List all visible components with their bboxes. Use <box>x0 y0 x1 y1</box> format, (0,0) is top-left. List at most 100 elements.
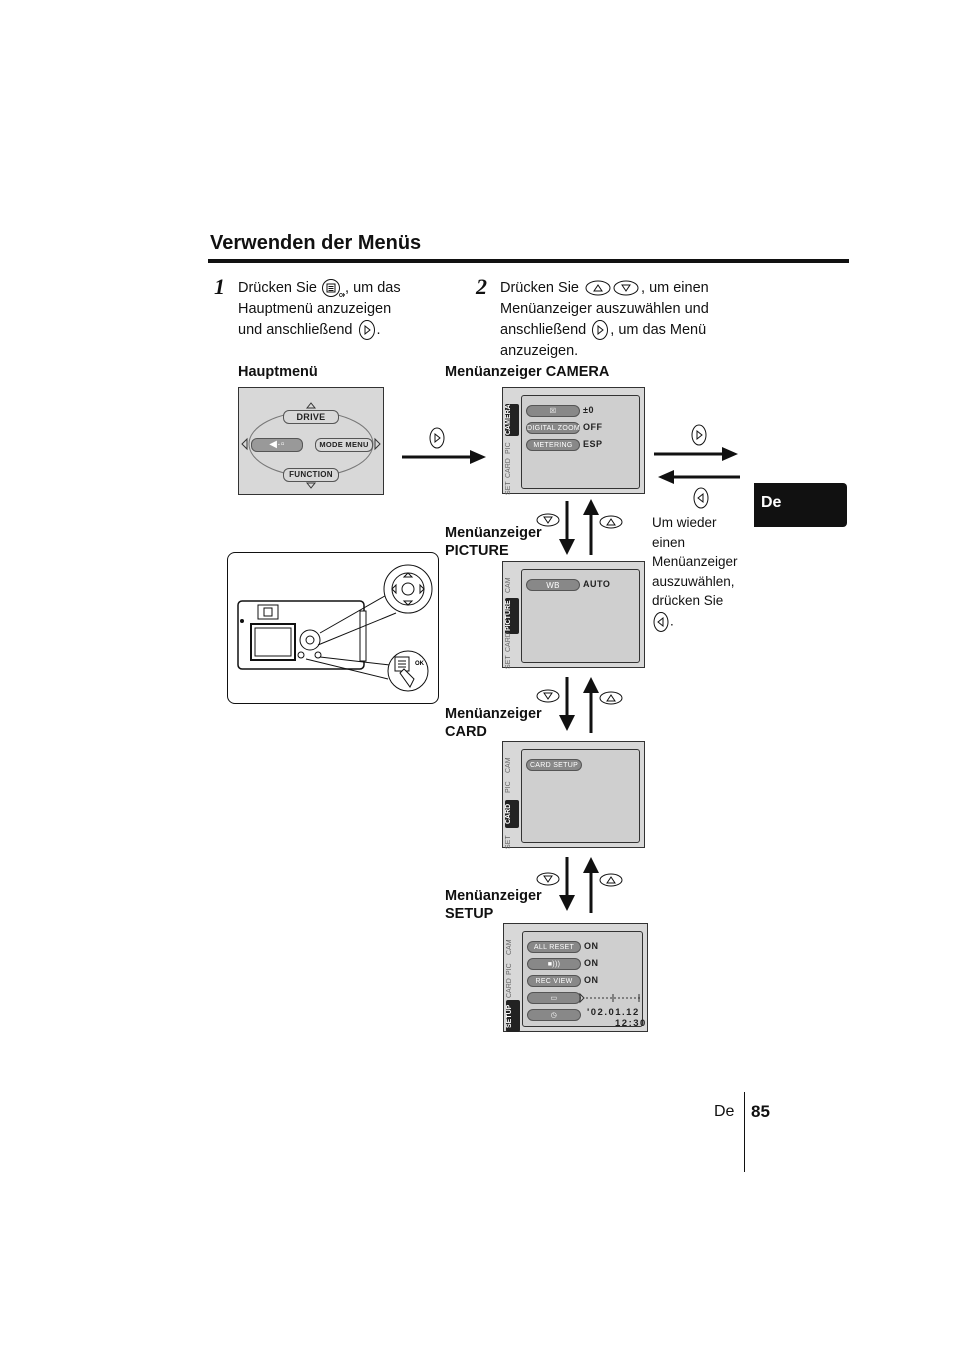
camera-illustration: OK <box>227 552 439 704</box>
setup-tabs: CAM PIC CARD SETUP <box>506 932 520 1032</box>
beep-option-icon: ■))) <box>527 958 581 970</box>
tab-camera: CAMERA <box>505 404 519 436</box>
language-tab: De <box>754 483 847 527</box>
mode-menu-option: MODE MENU <box>315 438 373 452</box>
camera-menu-screen: CAMERA PIC CARD SET ☒ ±0 DIGITAL ZOOM OF… <box>502 387 645 495</box>
date-value: '02.01.12 <box>587 1007 640 1018</box>
function-option: FUNCTION <box>283 468 339 482</box>
tab-pic: PIC <box>505 781 512 793</box>
tab-set: SET <box>505 835 512 849</box>
picture-label-line1: Menüanzeiger <box>445 525 542 541</box>
card-label-line2: CARD <box>445 724 487 740</box>
time-value: 12:30 <box>615 1018 647 1029</box>
note-line-5: drücken Sie <box>652 593 724 608</box>
setup-label: Menüanzeiger SETUP <box>445 887 542 923</box>
metering-value: ESP <box>583 439 603 449</box>
camera-label: Menüanzeiger CAMERA <box>445 364 610 380</box>
digital-zoom-option: DIGITAL ZOOM <box>526 422 580 434</box>
tab-card: CARD <box>505 632 512 652</box>
svg-text:OK: OK <box>415 661 425 667</box>
camera-tabs: CAMERA PIC CARD SET <box>505 396 519 495</box>
step-2-line3-post: , um das Menü <box>610 321 707 338</box>
step-1-line3-post: . <box>376 321 381 338</box>
step-2-number: 2 <box>476 274 487 299</box>
beep-value: ON <box>584 958 599 968</box>
arrows-camera-exit <box>654 424 740 509</box>
tab-set: SET <box>505 655 512 669</box>
step-1-line1-post: , um das <box>345 280 401 296</box>
mode-option-icon: ◀·▫ <box>251 438 303 452</box>
tab-card: CARD <box>506 978 513 998</box>
step-1-line1-pre: Drücken Sie <box>238 280 317 296</box>
step-2-line2: Menüanzeiger auszuwählen und <box>500 300 709 317</box>
step-1-number: 1 <box>214 274 225 299</box>
page-title: Verwenden der Menüs <box>210 232 422 254</box>
exposure-value: ±0 <box>583 405 594 415</box>
step-1-text: Drücken Sie OK , um das Hauptmenü anzuze… <box>238 278 458 341</box>
arrows-camera-picture <box>536 499 623 555</box>
card-setup-option: CARD SETUP <box>526 759 582 771</box>
setup-label-line1: Menüanzeiger <box>445 888 542 904</box>
note-line-6: . <box>670 613 674 629</box>
footer-language: De <box>714 1103 735 1120</box>
arrows-card-setup <box>536 857 623 913</box>
note-line-2: einen <box>652 534 686 550</box>
wb-value: AUTO <box>583 579 611 589</box>
step-2-line1-pre: Drücken Sie <box>500 280 579 296</box>
language-tab-label: De <box>761 494 782 511</box>
tab-pic: PIC <box>505 442 512 454</box>
tab-cam: CAM <box>505 577 512 593</box>
menu-ok-button-icon: OK <box>322 279 345 298</box>
all-reset-value: ON <box>584 941 599 951</box>
tab-setup: SETUP <box>506 1000 520 1032</box>
picture-label-line2: PICTURE <box>445 543 509 559</box>
note-line-3: Menüanzeiger <box>652 554 738 569</box>
camera-menu-panel: ☒ ±0 DIGITAL ZOOM OFF METERING ESP <box>521 395 640 489</box>
card-menu-panel: CARD SETUP <box>521 749 640 843</box>
step-1-line2: Hauptmenü anzuzeigen <box>238 300 392 317</box>
all-reset-option: ALL RESET <box>527 941 581 953</box>
tab-pic: PIC <box>506 963 513 975</box>
picture-menu-panel: WB AUTO <box>521 569 640 663</box>
camera-back-icon: OK <box>237 564 433 692</box>
drive-option: DRIVE <box>283 410 339 424</box>
wb-option: WB <box>526 579 580 591</box>
right-arrow-button-icon <box>592 320 609 340</box>
card-menu-screen: CAM PIC CARD SET CARD SETUP <box>502 741 645 849</box>
title-rule <box>208 259 849 263</box>
step-2-line1-post: , um einen <box>641 280 709 296</box>
exposure-option: ☒ <box>526 405 580 417</box>
tab-set: SET <box>505 481 512 495</box>
step-2-line3-pre: anschließend <box>500 321 587 338</box>
rec-view-option: REC VIEW <box>527 975 581 987</box>
card-tabs: CAM PIC CARD SET <box>505 750 519 849</box>
svg-text:OK: OK <box>339 293 345 298</box>
footer-rule <box>744 1092 745 1172</box>
step-2-line4: anzuzeigen. <box>500 343 579 359</box>
monitor-brightness-icon: ▭ <box>527 992 581 1004</box>
picture-tabs: CAM PICTURE CARD SET <box>505 570 519 669</box>
up-down-buttons-icon <box>585 280 639 296</box>
arrows-picture-card <box>536 677 623 733</box>
metering-option: METERING <box>526 439 580 451</box>
main-menu-screen: DRIVE ◀·▫ MODE MENU FUNCTION <box>238 387 384 495</box>
picture-label: Menüanzeiger PICTURE <box>445 524 542 560</box>
step-2-text: Drücken Sie , um einen Menüanzeiger ausz… <box>500 278 760 362</box>
right-arrow-button-icon <box>358 320 375 340</box>
tab-cam: CAM <box>506 939 513 955</box>
setup-menu-screen: CAM PIC CARD SETUP ALL RESET ON ■))) ON … <box>503 923 648 1032</box>
page-number: 85 <box>751 1102 770 1121</box>
card-label: Menüanzeiger CARD <box>445 705 542 741</box>
picture-menu-screen: CAM PICTURE CARD SET WB AUTO <box>502 561 645 669</box>
step-1-line3-pre: und anschließend <box>238 321 353 338</box>
tab-cam: CAM <box>505 757 512 773</box>
setup-menu-panel: ALL RESET ON ■))) ON REC VIEW ON ▭ ◷ '02… <box>522 931 645 1029</box>
note-line-4: auszuwählen, <box>652 573 735 589</box>
card-label-line1: Menüanzeiger <box>445 706 542 722</box>
arrow-main-to-camera <box>402 427 486 464</box>
tab-card: CARD <box>505 800 519 828</box>
tab-card: CARD <box>505 458 512 478</box>
return-note: Um wieder einen Menüanzeiger auszuwählen… <box>652 513 752 633</box>
tab-picture: PICTURE <box>505 598 519 634</box>
note-line-1: Um wieder <box>652 515 717 530</box>
